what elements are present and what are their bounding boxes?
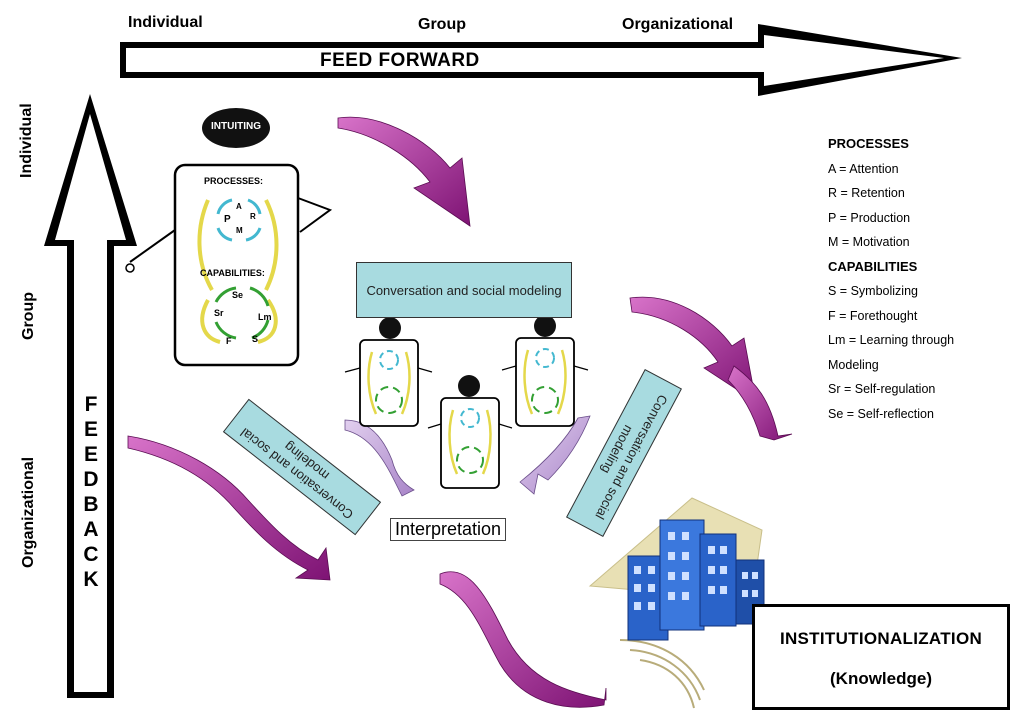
feedback-letter: E bbox=[83, 418, 98, 441]
legend-capability-item: Lm = Learning through bbox=[828, 333, 955, 347]
inner-arrow-left bbox=[344, 419, 415, 497]
capability-letter: F bbox=[226, 336, 232, 346]
left-level-organizational: Organizational bbox=[20, 456, 37, 568]
intuiting-badge: INTUITING bbox=[211, 121, 261, 132]
feedback-label: F E E D B A C K bbox=[78, 392, 104, 592]
feedback-letter: B bbox=[83, 493, 99, 516]
feedback-arrow bbox=[44, 94, 137, 698]
capability-letter: S bbox=[252, 334, 259, 344]
left-level-individual: Individual bbox=[18, 103, 35, 178]
intuiting-badge-shape bbox=[202, 108, 270, 148]
swoosh-arrow-left bbox=[127, 435, 331, 581]
feedback-letter: E bbox=[83, 443, 98, 466]
process-letter: M bbox=[236, 226, 243, 235]
top-level-organizational: Organizational bbox=[622, 16, 734, 33]
intuiting-card bbox=[125, 163, 333, 367]
feed-forward-label: FEED FORWARD bbox=[320, 50, 480, 71]
capability-letter: Se bbox=[232, 290, 244, 300]
intuiting-processes-label: PROCESSES: bbox=[204, 176, 264, 186]
intuiting-capabilities-label: CAPABILITIES: bbox=[200, 268, 265, 278]
feedback-letter: F bbox=[84, 393, 98, 416]
legend-capability-item: F = Forethought bbox=[828, 308, 918, 323]
conversation-box-top: Conversation and social modeling bbox=[356, 262, 572, 318]
group-card-center bbox=[427, 375, 513, 489]
legend-process-item: M = Motivation bbox=[828, 235, 910, 249]
capability-letter: Sr bbox=[214, 308, 224, 318]
feed-forward-arrow bbox=[120, 24, 962, 96]
box-top-border bbox=[755, 607, 1007, 611]
feedback-letter: D bbox=[83, 468, 99, 491]
feedback-letter: C bbox=[83, 543, 99, 566]
process-letter: R bbox=[250, 212, 256, 221]
legend-capability-item: Sr = Self-regulation bbox=[828, 382, 936, 396]
legend-process-item: A = Attention bbox=[828, 161, 899, 176]
left-level-group: Group bbox=[20, 292, 37, 340]
swoosh-arrow-bottom bbox=[439, 571, 607, 708]
institutionalization-title: INSTITUTIONALIZATION bbox=[779, 629, 983, 648]
inner-arrow-right bbox=[519, 415, 591, 495]
group-card-right bbox=[501, 315, 589, 427]
legend-capability-item: S = Symbolizing bbox=[828, 284, 918, 298]
institutionalization-subtitle: (Knowledge) bbox=[830, 669, 932, 688]
process-letter: A bbox=[236, 202, 242, 211]
legend-process-item: R = Retention bbox=[828, 186, 905, 200]
legend-capabilities-title: CAPABILITIES bbox=[828, 258, 918, 274]
legend: PROCESSES A = Attention R = Retention P … bbox=[828, 132, 954, 426]
swoosh-arrow-top bbox=[337, 116, 471, 227]
legend-capability-item: Modeling bbox=[828, 357, 879, 372]
group-card-left bbox=[344, 317, 433, 427]
swoosh-arrow-right-lower bbox=[727, 365, 793, 441]
top-level-group: Group bbox=[418, 16, 466, 33]
top-level-individual: Individual bbox=[128, 14, 203, 31]
legend-processes-title: PROCESSES bbox=[828, 136, 909, 151]
legend-capability-item: Se = Self-reflection bbox=[828, 406, 934, 421]
legend-process-item: P = Production bbox=[828, 210, 911, 225]
interpretation-label: Interpretation bbox=[390, 518, 507, 541]
process-letter: P bbox=[224, 214, 231, 225]
feedback-letter: A bbox=[83, 518, 99, 541]
capability-letter: Lm bbox=[258, 312, 272, 322]
feedback-letter: K bbox=[83, 568, 99, 591]
institutionalization-box: INSTITUTIONALIZATION (Knowledge) bbox=[752, 604, 1010, 710]
building-illustration bbox=[588, 497, 765, 709]
